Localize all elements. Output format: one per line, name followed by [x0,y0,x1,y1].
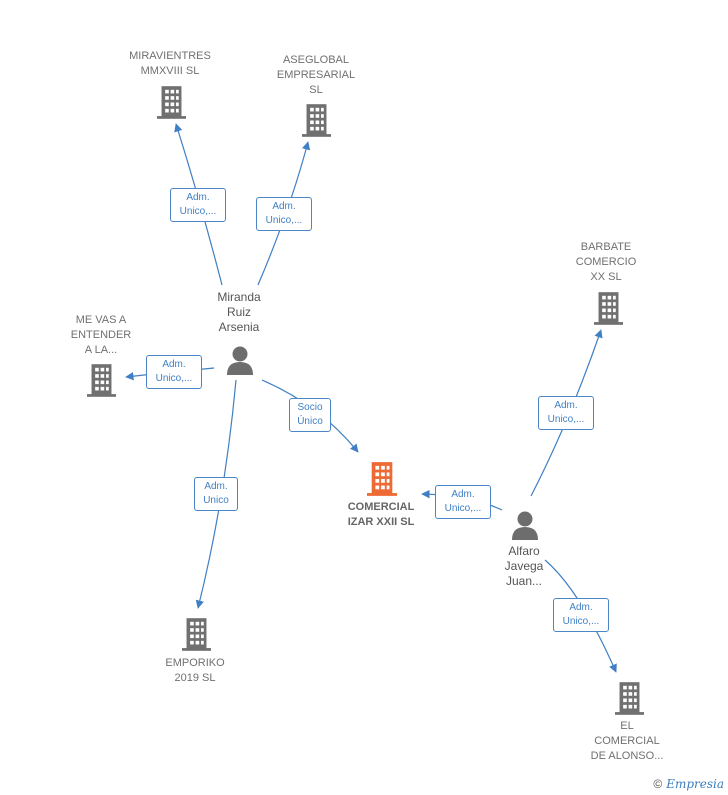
brand-logo: Empresia [666,777,724,791]
person-label-miranda[interactable]: Miranda Ruiz Arsenia [217,290,261,334]
building-icon[interactable] [594,292,623,325]
edge-label-miranda-emporiko: Adm. Unico [194,477,238,511]
edge-label-miranda-aseglobal: Adm. Unico,... [256,197,312,231]
building-icon[interactable] [157,86,186,119]
company-label-aseglobal[interactable]: ASEGLOBAL EMPRESARIAL SL [276,54,356,96]
edge-label-miranda-izar: Socio Único [289,398,331,432]
edge-label-alfaro-izar: Adm. Unico,... [435,485,491,519]
company-label-barbate[interactable]: BARBATE COMERCIO XX SL [575,241,637,283]
person-icon[interactable] [512,511,538,541]
edge-label-miranda-miravientres: Adm. Unico,... [170,188,226,222]
person-icon[interactable] [227,346,253,376]
building-icon[interactable] [615,682,644,715]
copyright-icon: © [653,777,663,791]
edge-label-alfaro-barbate: Adm. Unico,... [538,396,594,430]
building-icon[interactable] [367,462,397,496]
building-icon[interactable] [182,618,211,651]
edge-label-alfaro-elcomercial: Adm. Unico,... [553,598,609,632]
building-icon[interactable] [87,364,116,397]
company-label-miravientres[interactable]: MIRAVIENTRES MMXVIII SL [129,50,211,77]
company-label-emporiko[interactable]: EMPORIKO 2019 SL [165,657,225,684]
company-label-comercial-izar[interactable]: COMERCIAL IZAR XXII SL [347,501,415,528]
edge-label-miranda-mevas: Adm. Unico,... [146,355,202,389]
company-label-mevas[interactable]: ME VAS A ENTENDER A LA... [70,314,132,356]
company-label-el-comercial[interactable]: EL COMERCIAL DE ALONSO... [590,720,664,762]
person-label-alfaro[interactable]: Alfaro Javega Juan... [504,544,544,588]
footer-brand: ©Empresia [653,777,724,791]
building-icon[interactable] [302,104,331,137]
